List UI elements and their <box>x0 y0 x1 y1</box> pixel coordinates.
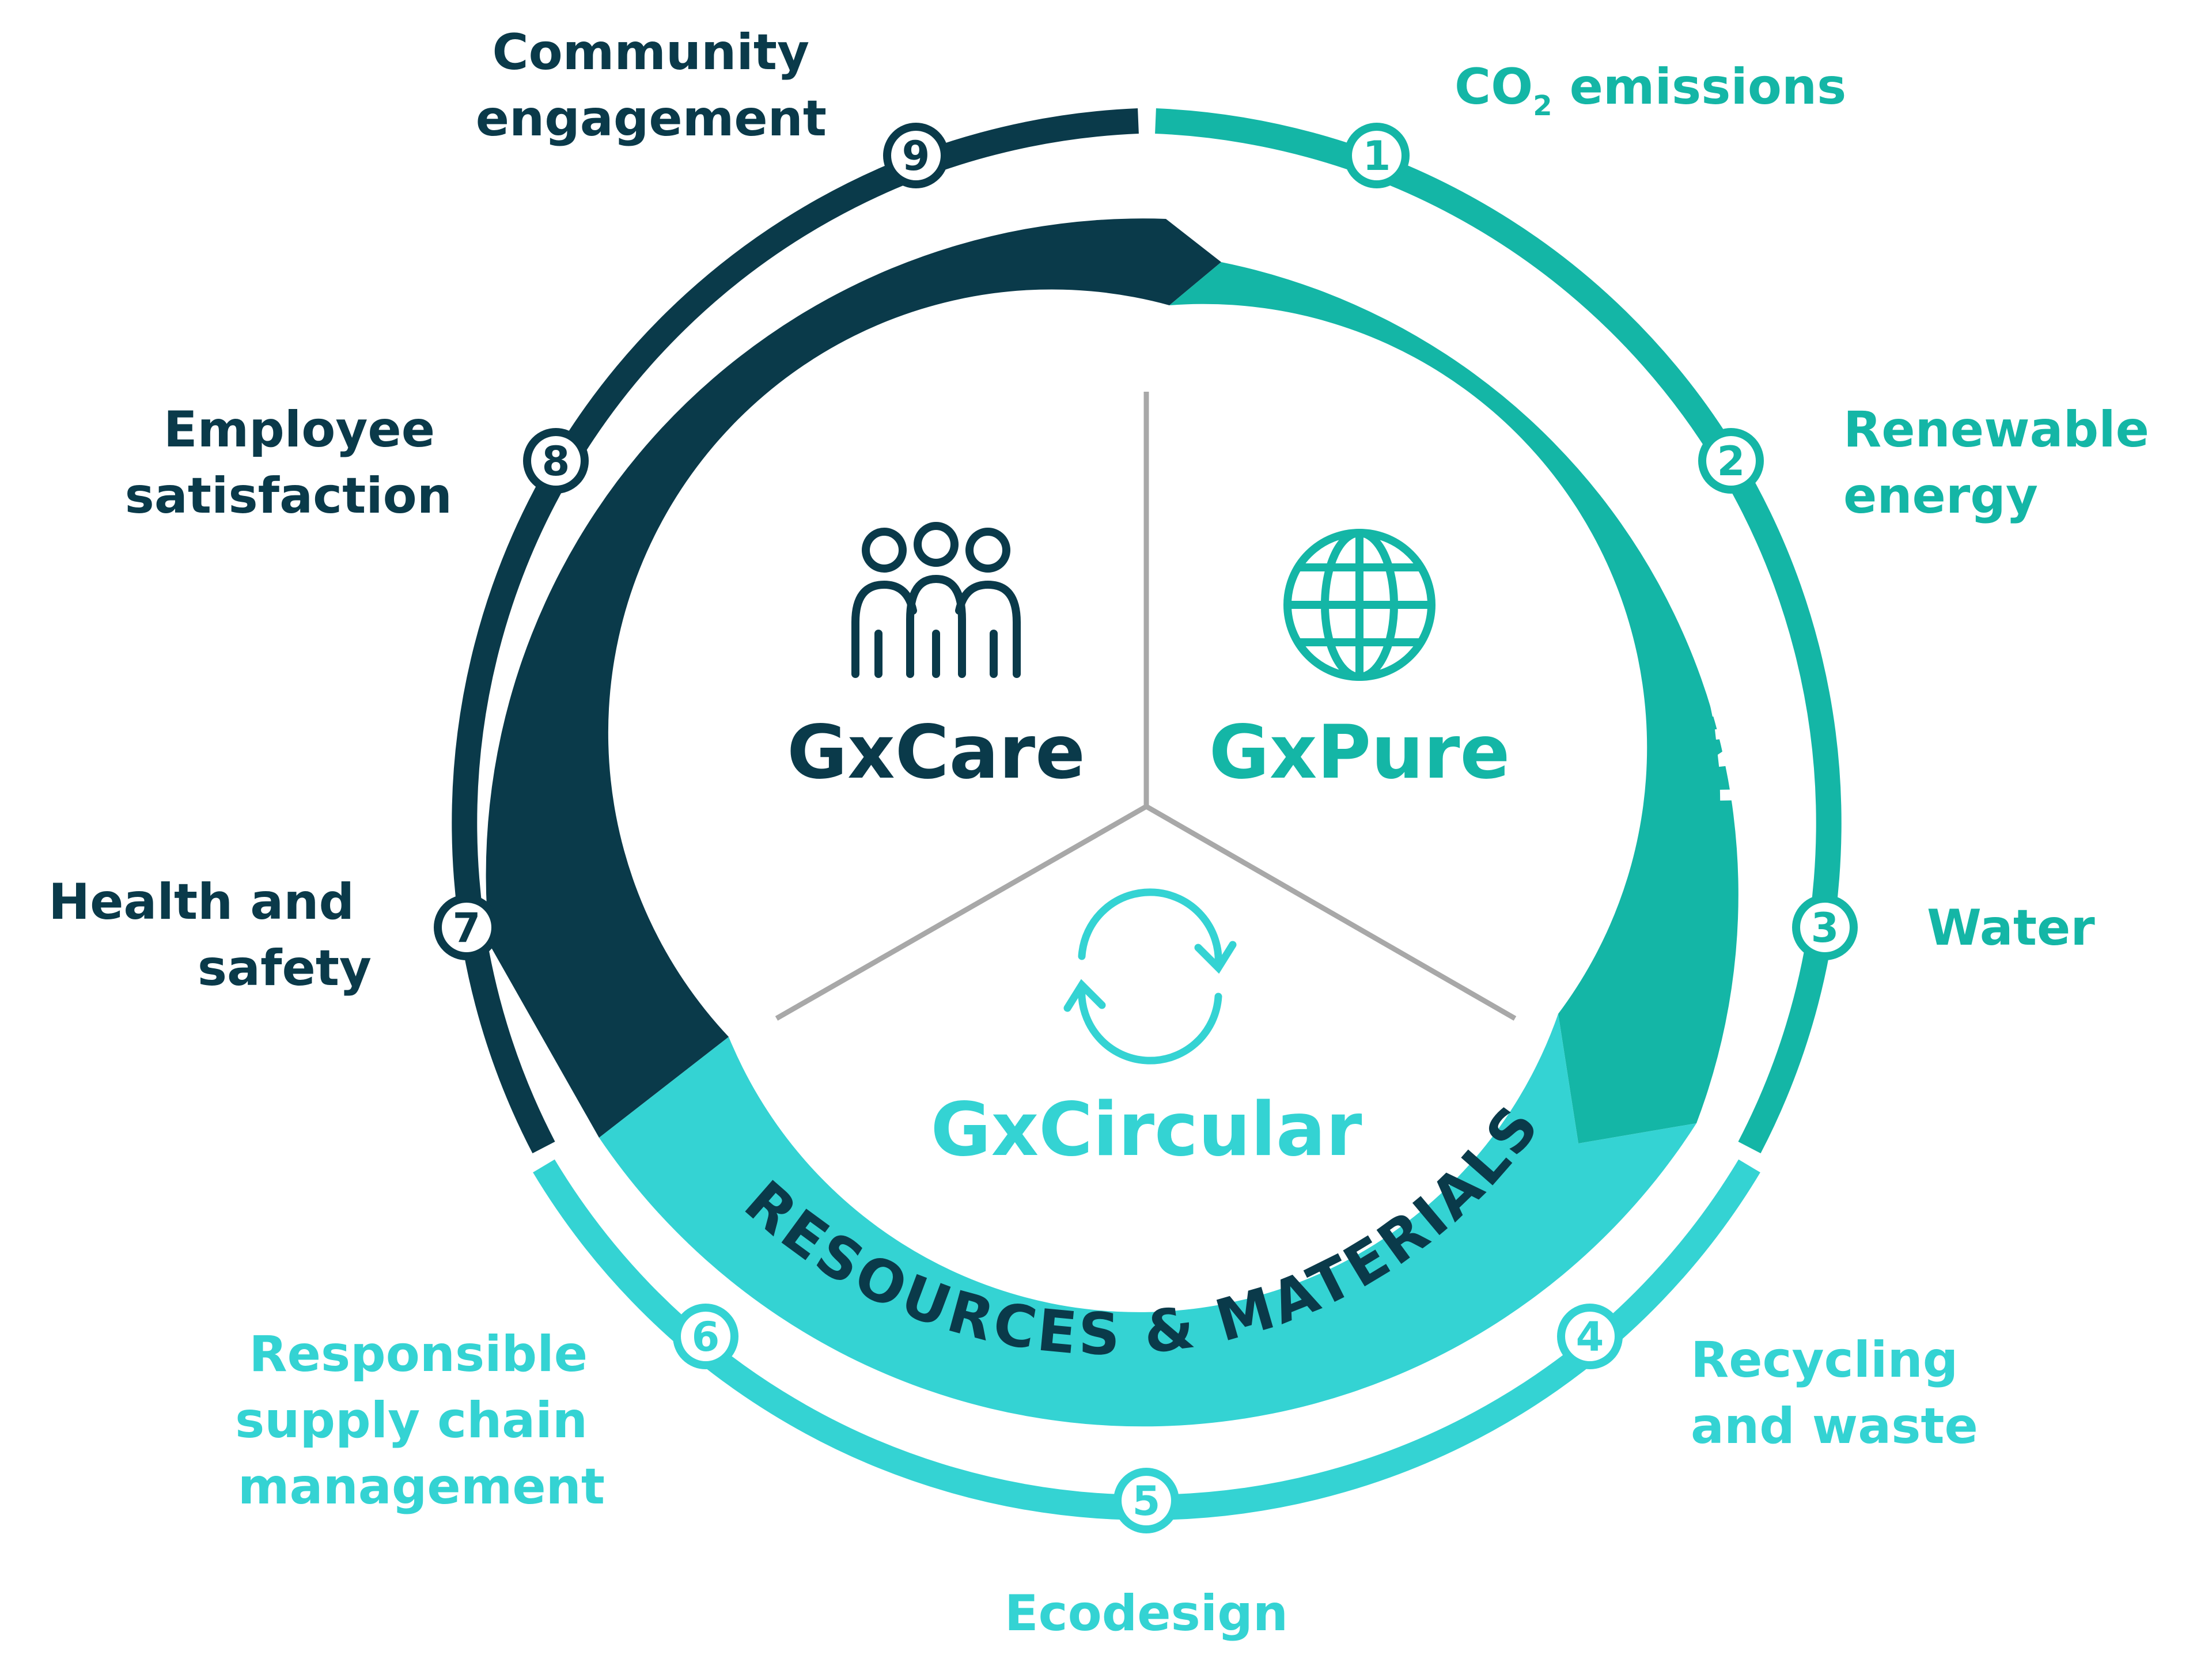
topic-marker-3: 3 <box>1792 895 1858 960</box>
topic-6-label: Responsible supply chain management <box>235 1325 605 1516</box>
svg-text:2: 2 <box>1717 438 1745 485</box>
topic-3-label: Water <box>1927 899 2095 957</box>
recycle-arrows-icon <box>1063 888 1237 1065</box>
center-dividers <box>775 392 1517 1021</box>
topic-1-label: CO2 emissions <box>1455 58 1846 122</box>
inner-arrow-bands <box>486 218 1738 1427</box>
gxcircular-label: GxCircular <box>931 1087 1362 1173</box>
svg-text:5: 5 <box>1132 1478 1161 1525</box>
gxpure-label: GxPure <box>1209 710 1510 796</box>
svg-text:6: 6 <box>692 1313 720 1361</box>
topic-marker-4: 4 <box>1557 1304 1623 1369</box>
divider-left <box>775 804 1148 1021</box>
topic-marker-9: 9 <box>883 123 949 188</box>
topic-5-label: Ecodesign <box>1005 1585 1288 1642</box>
divider-right <box>1145 804 1517 1021</box>
people-icon <box>851 522 1021 678</box>
svg-text:4: 4 <box>1576 1313 1604 1361</box>
topic-marker-2: 2 <box>1698 428 1764 494</box>
topic-marker-1: 1 <box>1344 123 1410 188</box>
svg-text:3: 3 <box>1811 904 1839 952</box>
topic-marker-5: 5 <box>1113 1468 1179 1533</box>
svg-text:7: 7 <box>453 904 481 952</box>
svg-text:8: 8 <box>542 438 570 485</box>
topic-9-label: Community engagement <box>476 24 827 147</box>
topic-marker-8: 8 <box>523 428 589 494</box>
environment-band <box>1169 262 1738 1143</box>
topic-8-label: Employee satisfaction <box>125 401 452 525</box>
topic-marker-6: 6 <box>673 1304 738 1369</box>
topic-number-circles: 1 2 3 4 5 6 7 8 <box>434 123 1858 1533</box>
svg-text:1: 1 <box>1363 132 1391 180</box>
topic-marker-7: 7 <box>434 895 499 960</box>
topic-7-label: Health and safety <box>48 873 372 997</box>
svg-text:9: 9 <box>902 132 930 180</box>
topic-2-label: Renewable energy <box>1843 401 2166 525</box>
resources-band <box>599 1014 1696 1427</box>
people-band <box>486 218 1221 1138</box>
globe-icon <box>1283 529 1435 681</box>
gxcare-label: GxCare <box>787 710 1085 796</box>
topic-4-label: Recycling and waste <box>1691 1331 1978 1455</box>
